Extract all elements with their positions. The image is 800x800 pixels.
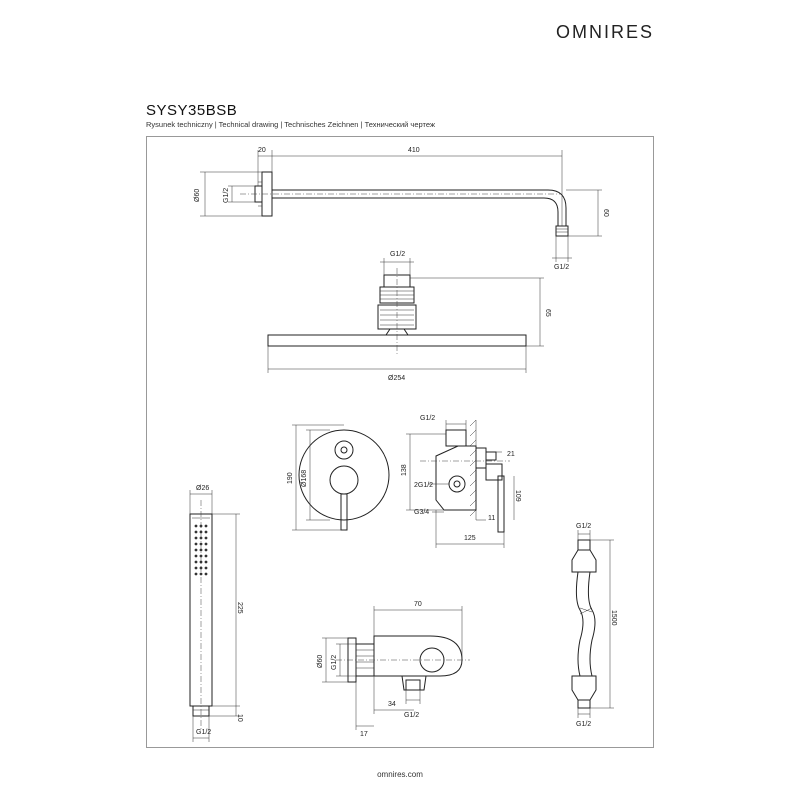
shower-hose: G1/2 1500 G1/2 — [571, 523, 617, 728]
dim-g12-left: G1/2 — [223, 188, 230, 203]
dim-head-65: 65 — [544, 309, 551, 317]
nozzle-dots — [194, 524, 208, 576]
dim-head-d254: Ø254 — [388, 375, 405, 382]
dim-side-125: 125 — [464, 535, 476, 542]
brand-logo: OMNIRES — [555, 22, 654, 42]
dim-outlet-70: 70 — [414, 601, 422, 608]
dim-60-right: 60 — [602, 209, 609, 217]
dim-20: 20 — [258, 147, 266, 154]
dim-hose-g12-bottom: G1/2 — [576, 721, 591, 728]
dim-side-g12: G1/2 — [420, 415, 435, 422]
dim-outlet-d60: Ø60 — [317, 655, 324, 668]
dim-head-g12: G1/2 — [390, 251, 405, 258]
dim-hand-10: 10 — [236, 714, 243, 722]
dim-side-109: 109 — [514, 490, 521, 502]
dim-d60-left: Ø60 — [194, 189, 201, 202]
footer-website: omnires.com — [377, 770, 423, 779]
drawing-subtitle: Rysunek techniczny | Technical drawing |… — [146, 120, 435, 129]
dim-outlet-g12-bottom: G1/2 — [404, 712, 419, 719]
dim-g12-right: G1/2 — [554, 264, 569, 271]
model-code: SYSY35BSB — [146, 102, 238, 119]
dim-mixer-190: 190 — [287, 472, 294, 484]
dim-hose-1500: 1500 — [610, 610, 617, 626]
wall-outlet: 70 Ø60 G1/2 34 G1/2 17 — [317, 601, 470, 738]
dim-side-2g12: 2G1/2 — [414, 482, 433, 489]
dim-side-11: 11 — [488, 515, 495, 522]
dim-mixer-d168: Ø168 — [301, 470, 308, 487]
dim-hose-g12-top: G1/2 — [576, 523, 591, 530]
dim-side-138: 138 — [401, 464, 408, 476]
dim-outlet-17: 17 — [360, 731, 368, 738]
mixer-side-view: G1/2 138 21 2G1/2 109 G3/4 11 125 — [401, 415, 521, 548]
mixer-front-view: 190 Ø168 — [287, 424, 390, 531]
dim-side-g34: G3/4 — [414, 509, 429, 516]
dim-outlet-34: 34 — [388, 701, 396, 708]
drawing-frame — [146, 136, 654, 748]
dim-hand-225: 225 — [236, 602, 243, 614]
hand-shower: Ø26 225 10 G1/2 — [189, 485, 243, 742]
shower-arm: 20 410 Ø60 G1/2 60 G1/2 — [194, 147, 609, 271]
dim-side-21: 21 — [507, 451, 515, 458]
shower-head: G1/2 65 Ø254 — [267, 251, 551, 382]
dim-outlet-g12-left: G1/2 — [331, 655, 338, 670]
dim-hand-d26: Ø26 — [196, 485, 209, 492]
dim-hand-g12: G1/2 — [196, 729, 211, 736]
dim-410: 410 — [408, 147, 420, 154]
